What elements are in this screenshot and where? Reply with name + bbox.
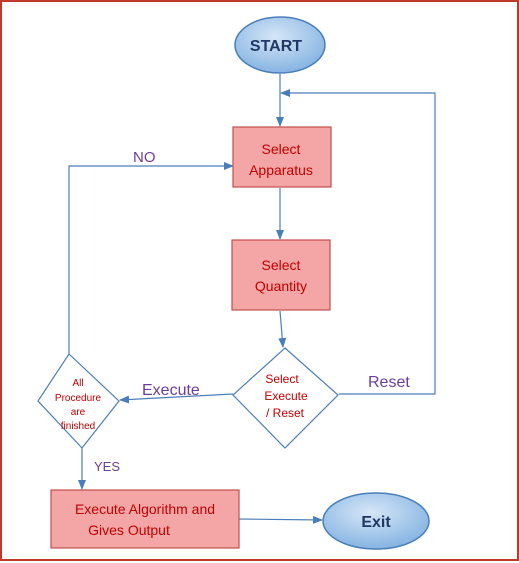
- arrow-execute-to-check: [119, 393, 234, 404]
- execute-reset-line-3: / Reset: [266, 406, 305, 420]
- edge-labels: NO Execute Reset YES: [94, 149, 410, 474]
- select-quantity-line-1: Select: [262, 257, 301, 273]
- procedure-finished-line-2: Procedure: [55, 393, 102, 404]
- execute-reset-line-1: Select: [265, 372, 299, 386]
- reset-label: Reset: [368, 374, 410, 391]
- yes-label: YES: [94, 459, 120, 474]
- arrow-no-loop: [68, 162, 234, 354]
- procedure-finished-line-3: are: [71, 407, 86, 418]
- select-apparatus-line-2: Apparatus: [249, 162, 313, 178]
- exit-node: Exit: [322, 492, 430, 550]
- select-apparatus-node: Select Apparatus: [232, 126, 332, 188]
- select-apparatus-line-1: Select: [262, 141, 301, 157]
- execute-algorithm-node: Execute Algorithm and Gives Output: [50, 489, 240, 549]
- connectors: [68, 74, 436, 524]
- select-apparatus-shape: [232, 126, 332, 188]
- execute-label: Execute: [142, 382, 200, 399]
- execute-reset-decision: Select Execute / Reset: [232, 347, 339, 449]
- exit-label: Exit: [361, 514, 391, 531]
- procedure-finished-shape: [37, 353, 120, 449]
- start-label: START: [250, 38, 302, 55]
- select-quantity-shape: [231, 239, 331, 311]
- exit-shape: [322, 492, 430, 550]
- select-quantity-node: Select Quantity: [231, 239, 331, 311]
- procedure-finished-line-1: All: [72, 378, 83, 389]
- select-quantity-line-2: Quantity: [255, 278, 307, 294]
- arrow-reset-loop: [280, 89, 436, 395]
- execute-algorithm-line-2: Gives Output: [88, 522, 170, 538]
- execute-algorithm-shape: [50, 489, 240, 549]
- no-label: NO: [133, 149, 156, 166]
- arrow-quantity-to-decision: [278, 310, 287, 348]
- start-node: START: [234, 16, 326, 74]
- execute-reset-line-2: Execute: [264, 389, 308, 403]
- execute-reset-shape: [232, 347, 339, 449]
- arrow-algorithm-to-exit: [238, 515, 323, 524]
- start-shape: [234, 16, 326, 74]
- procedure-finished-decision: All Procedure are finished: [37, 353, 120, 449]
- procedure-finished-line-4: finished: [61, 421, 95, 432]
- execute-algorithm-line-1: Execute Algorithm and: [75, 501, 215, 517]
